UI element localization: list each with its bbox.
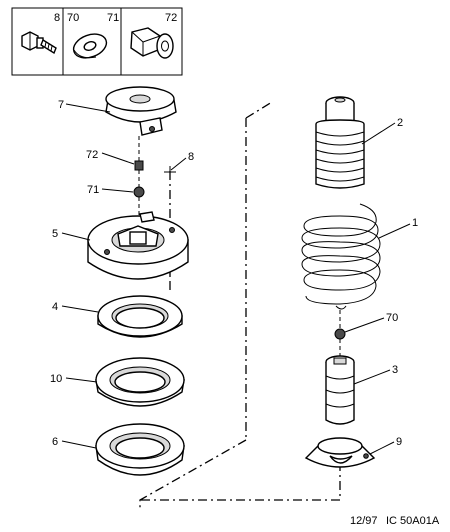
spring-seat (304, 437, 376, 468)
callout-4: 4 (52, 301, 58, 313)
nut-72 (134, 160, 144, 171)
washer-71 (133, 186, 145, 198)
legend-ref-72: 72 (165, 12, 177, 24)
coil-spring (301, 203, 381, 310)
washer-70 (334, 328, 346, 340)
callout-71: 71 (87, 184, 99, 196)
callout-leaders (61, 103, 411, 455)
footer-code: IC 50A01A (386, 515, 440, 527)
seat-ring (95, 357, 185, 407)
callout-72: 72 (86, 149, 98, 161)
nut-icon (130, 27, 174, 59)
callout-3: 3 (392, 364, 398, 376)
washer-icon (72, 33, 108, 59)
callout-9: 9 (396, 436, 402, 448)
callout-70: 70 (386, 312, 398, 324)
callout-10: 10 (50, 373, 62, 385)
callout-1: 1 (412, 217, 418, 229)
lower-spring-pad (95, 423, 185, 476)
callout-6: 6 (52, 436, 58, 448)
dust-boot (315, 96, 365, 189)
legend-ref-70: 70 (67, 12, 79, 24)
legend-ref-71: 71 (107, 12, 119, 24)
legend-ref-8: 8 (54, 12, 60, 24)
strut-mount (87, 211, 189, 280)
assembly-path-line (139, 101, 341, 510)
top-mount-cap (105, 86, 177, 136)
footer-date: 12/97 (350, 515, 378, 527)
callout-2: 2 (397, 117, 403, 129)
callout-8: 8 (188, 151, 194, 163)
fastener-legend-box: 8 70 71 72 (11, 7, 183, 76)
bolt-icon (21, 31, 57, 55)
bump-stop (325, 355, 355, 425)
bearing-ring (97, 295, 183, 338)
callout-5: 5 (52, 228, 58, 240)
callout-7: 7 (58, 99, 64, 111)
bolt-8 (164, 166, 176, 180)
